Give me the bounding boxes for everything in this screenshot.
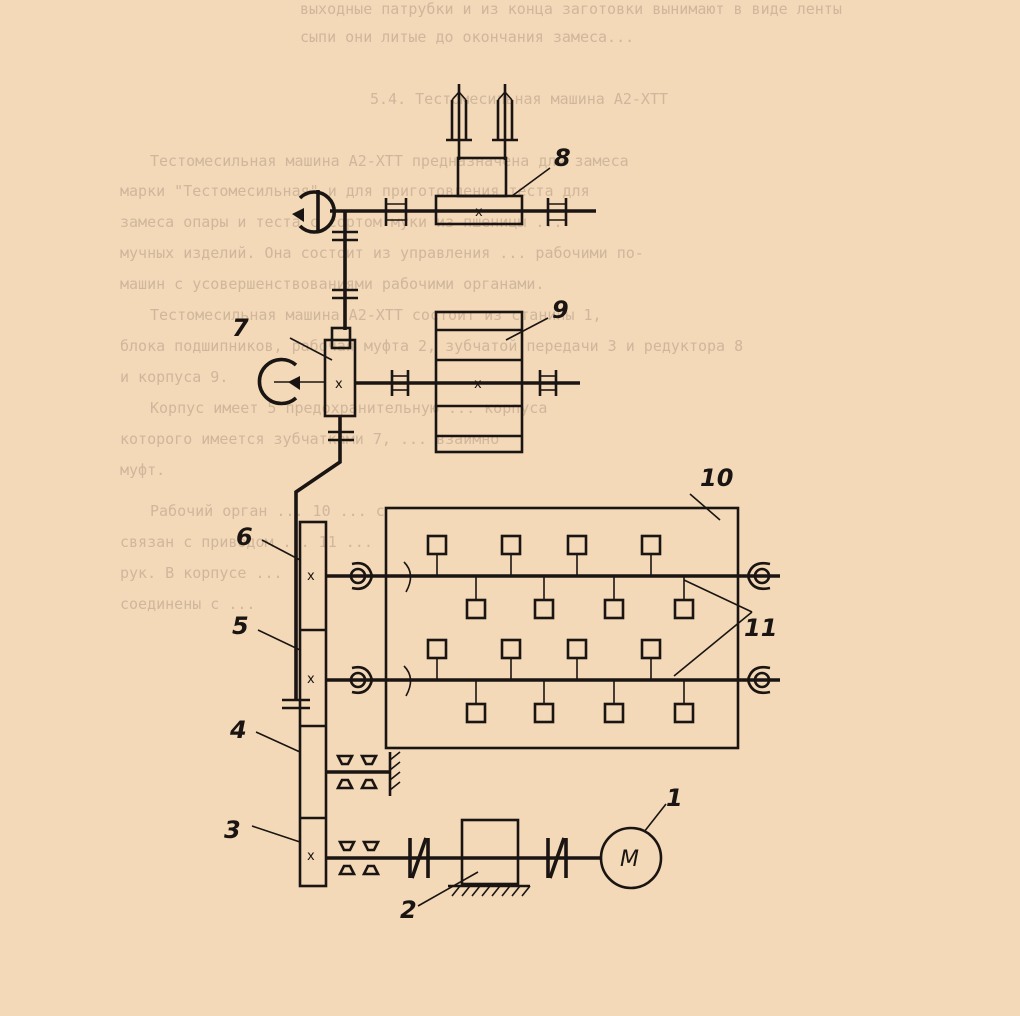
vertical-drive-upper	[332, 212, 358, 330]
bg-text-line: мучных изделий. Она состоит из управлени…	[120, 244, 644, 262]
drum-9-body	[434, 310, 524, 454]
gear-mark: x	[474, 377, 482, 392]
leader-5	[257, 629, 301, 651]
label-3: 3	[224, 816, 241, 844]
bg-text-line: сыпи они литые до окончания замеса...	[300, 28, 635, 46]
faded-background-text: выходные патрубки и из конца заготовки в…	[120, 0, 842, 613]
vertical-drive-lower	[282, 416, 354, 710]
reducer-2-box	[460, 818, 520, 886]
leader-1	[643, 803, 667, 833]
leader-11	[673, 611, 753, 677]
leader-10	[689, 493, 721, 521]
coupling-top-right	[546, 198, 568, 226]
gear-mark: x	[475, 205, 483, 220]
leader-7	[289, 337, 333, 361]
leader-8	[511, 167, 551, 197]
chamber-10-body	[384, 506, 740, 750]
bg-text-line: замеса опары и теста с сортом муки из пш…	[120, 213, 563, 231]
bg-text-line: выходные патрубки и из конца заготовки в…	[300, 0, 842, 18]
gear-mark: x	[307, 569, 315, 584]
label-11: 11	[744, 614, 777, 642]
gear-mark: x	[307, 672, 315, 687]
cylinder-connector-box	[456, 156, 508, 198]
leader-4	[255, 731, 301, 753]
label-10: 10	[700, 464, 733, 492]
leader-9	[505, 317, 549, 341]
bearing-block-middle	[326, 751, 401, 796]
label-4: 4	[229, 716, 247, 744]
leader-2	[417, 871, 479, 907]
rotation-arrow-middle	[257, 357, 298, 406]
component-10-chamber: 10	[326, 464, 780, 750]
component-8-top-assembly: x 8	[292, 84, 596, 234]
mixing-shaft-upper	[326, 534, 780, 620]
leader-11	[683, 579, 753, 613]
motor-symbol: M	[620, 847, 639, 872]
ground-hatching	[451, 885, 531, 897]
leader-3	[251, 825, 301, 843]
label-1: 1	[666, 784, 683, 812]
bg-text-line: 5.4. Тестомесильная машина А2-ХТТ	[370, 90, 669, 108]
coupling-drive-right	[546, 837, 568, 879]
gear-train-column: x x x 6 5 4 3	[224, 520, 328, 888]
rotation-arrow-top	[298, 190, 337, 234]
motor-1-circle	[599, 826, 663, 890]
label-2: 2	[400, 896, 417, 924]
bg-text-line: рук. В корпусе ...	[120, 564, 283, 582]
coupling-drive-left	[408, 837, 430, 879]
leader-6	[261, 539, 301, 561]
main-drive: 2 M 1	[326, 784, 683, 924]
bg-text-line: соединены с ...	[120, 595, 256, 613]
gear-column-box	[298, 520, 328, 888]
bg-text-line: машин с усовершенствованиями рабочими ор…	[120, 275, 545, 293]
coupling-middle-left	[390, 370, 410, 396]
bg-text-line: и корпуса 9.	[120, 368, 229, 386]
bg-text-line: муфт.	[120, 461, 166, 479]
label-8: 8	[554, 144, 571, 172]
component-9-drum: x 9	[434, 296, 569, 454]
label-9: 9	[552, 296, 569, 324]
mixing-shaft-lower	[326, 638, 780, 724]
reducer-8-box	[434, 194, 524, 226]
gear-mark: x	[307, 849, 315, 864]
bg-text-line: блока подшипников, рабочая муфта 2, зубч…	[120, 337, 744, 355]
component-7-gear-unit: x 7	[232, 314, 580, 418]
label-7: 7	[232, 314, 249, 342]
label-6: 6	[236, 523, 253, 551]
bg-text-line: Тестомесильная машина А2-ХТТ предназначе…	[150, 152, 629, 170]
vertical-cylinder-left	[446, 84, 472, 160]
coupling-top-left	[384, 198, 408, 226]
label-5: 5	[232, 612, 249, 640]
coupling-middle-right	[538, 370, 558, 396]
bg-text-line: Тестомесильная машина А2-ХТТ состоит из …	[150, 306, 602, 324]
gear-mark: x	[335, 377, 343, 392]
vertical-cylinder-right	[492, 84, 518, 160]
